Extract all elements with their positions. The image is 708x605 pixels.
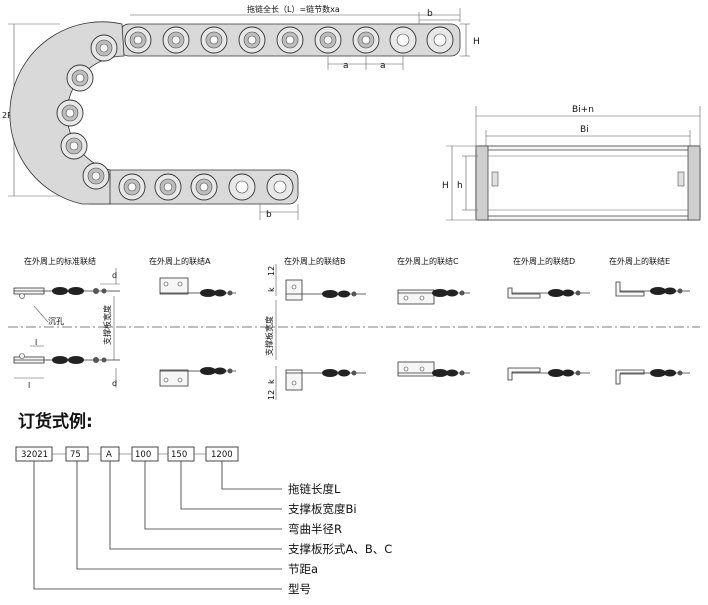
- heading-e: 在外周上的联结E: [609, 256, 670, 266]
- label-support-spacing: 支撑板宽度: [102, 305, 112, 345]
- code-width: 150: [171, 450, 187, 460]
- label-d-top: d: [112, 271, 117, 280]
- label-k-bottom: k: [267, 379, 276, 384]
- order-title: 订货式例:: [18, 411, 93, 432]
- total-length-label: 拖链全长（L）=链节数xa: [247, 4, 340, 14]
- code-model: 32021: [21, 450, 48, 460]
- legend-pitch: 节距a: [288, 562, 318, 576]
- legend-plate-type: 支撑板形式A、B、C: [288, 542, 392, 556]
- chain-side-view: 拖链全长（L）=链节数xa b H 2R+H: [2, 4, 480, 220]
- upper-rollers: [124, 26, 454, 54]
- label-d-bottom: d: [112, 379, 117, 388]
- label-support-spacing-b: 支撑板宽度: [264, 316, 274, 356]
- code-plate-type: A: [106, 450, 112, 460]
- label-l-top: l: [35, 338, 37, 347]
- connection-b: 12 k 支撑板宽度 k 12: [264, 264, 366, 400]
- bend-rollers: [56, 34, 118, 190]
- dim-bi: Bi: [580, 125, 589, 135]
- dim-h-right: H: [473, 37, 480, 47]
- label-mounting-hole: 沉孔: [48, 317, 64, 326]
- order-example: 订货式例: 32021 75 A 100 150 1200 拖链长度L 支撑板宽…: [15, 411, 392, 596]
- connection-c: [397, 289, 470, 377]
- dim-b-bottom: b: [266, 210, 272, 220]
- connection-a: [159, 277, 236, 387]
- label-k-top: k: [267, 287, 276, 292]
- legend-radius: 弯曲半径R: [288, 522, 342, 536]
- dim-a-2: a: [380, 61, 386, 71]
- label-12-top: 12: [267, 266, 276, 276]
- code-pitch: 75: [70, 450, 81, 460]
- legend-length: 拖链长度L: [288, 482, 341, 496]
- lower-rollers: [118, 173, 294, 201]
- dim-h-small: h: [457, 181, 463, 191]
- connection-variants: 在外周上的标准联结 在外周上的联结A 在外周上的联结B 在外周上的联结C 在外周…: [8, 256, 700, 400]
- heading-b: 在外周上的联结B: [284, 256, 346, 266]
- cross-section-view: Bi+n Bi H h: [442, 105, 701, 221]
- code-radius: 100: [135, 450, 151, 460]
- dim-b-top: b: [427, 9, 433, 19]
- dim-h-big: H: [442, 181, 449, 191]
- code-length: 1200: [211, 450, 233, 460]
- dim-a-1: a: [343, 61, 349, 71]
- label-12-bottom: 12: [267, 390, 276, 400]
- heading-a: 在外周上的联结A: [149, 256, 211, 266]
- dim-bi-n: Bi+n: [572, 105, 594, 115]
- heading-standard: 在外周上的标准联结: [24, 256, 96, 266]
- connection-standard: d 支撑板宽度 沉孔 d l l: [13, 268, 120, 390]
- connection-d: [507, 287, 590, 381]
- heading-d: 在外周上的联结D: [513, 256, 575, 266]
- legend-model: 型号: [288, 582, 311, 596]
- legend-width: 支撑板宽度Bi: [288, 502, 357, 516]
- connection-e: [615, 281, 690, 385]
- label-l: l: [28, 381, 30, 390]
- heading-c: 在外周上的联结C: [397, 256, 459, 266]
